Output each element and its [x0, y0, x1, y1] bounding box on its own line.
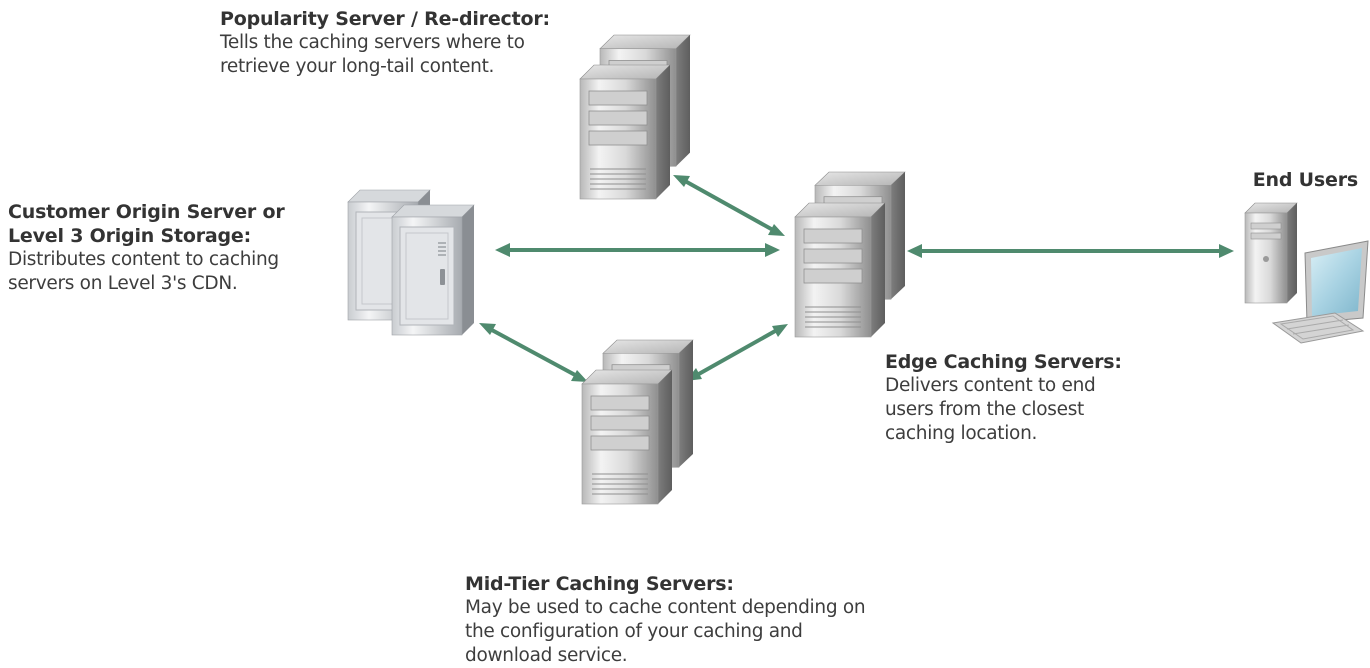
- midtier-servers-label: Mid-Tier Caching Servers: May be used to…: [465, 572, 935, 668]
- midtier-servers-description: May be used to cache content depending o…: [465, 597, 866, 666]
- midtier-servers-title: Mid-Tier Caching Servers:: [465, 573, 734, 595]
- end-users-label: End Users: [1253, 168, 1358, 192]
- connections: [479, 175, 1234, 382]
- origin-server-description: Distributes content to caching servers o…: [8, 249, 279, 294]
- edge-servers-title: Edge Caching Servers:: [885, 351, 1122, 373]
- origin-server-label: Customer Origin Server or Level 3 Origin…: [8, 200, 328, 296]
- arrow-origin-edge: [495, 243, 780, 257]
- popularity-server-description: Tells the caching servers where to retri…: [220, 32, 525, 77]
- popularity-server-label: Popularity Server / Re-director: Tells t…: [220, 7, 600, 79]
- origin-server-title: Customer Origin Server or Level 3 Origin…: [8, 201, 285, 247]
- arrow-origin-midtier: [479, 323, 588, 382]
- popularity-server-title: Popularity Server / Re-director:: [220, 8, 550, 30]
- end-user-computer-icon: [1244, 202, 1369, 344]
- edge-servers-description: Delivers content to end users from the c…: [885, 375, 1096, 444]
- arrow-popularity-edge: [673, 175, 785, 236]
- edge-server-icon: [794, 171, 906, 338]
- end-users-title: End Users: [1252, 169, 1358, 191]
- edge-servers-label: Edge Caching Servers: Delivers content t…: [885, 350, 1185, 446]
- arrow-midtier-edge: [686, 324, 788, 381]
- origin-storage-icon: [347, 189, 475, 336]
- arrow-edge-endusers: [907, 244, 1234, 258]
- midtier-server-icon: [581, 339, 694, 505]
